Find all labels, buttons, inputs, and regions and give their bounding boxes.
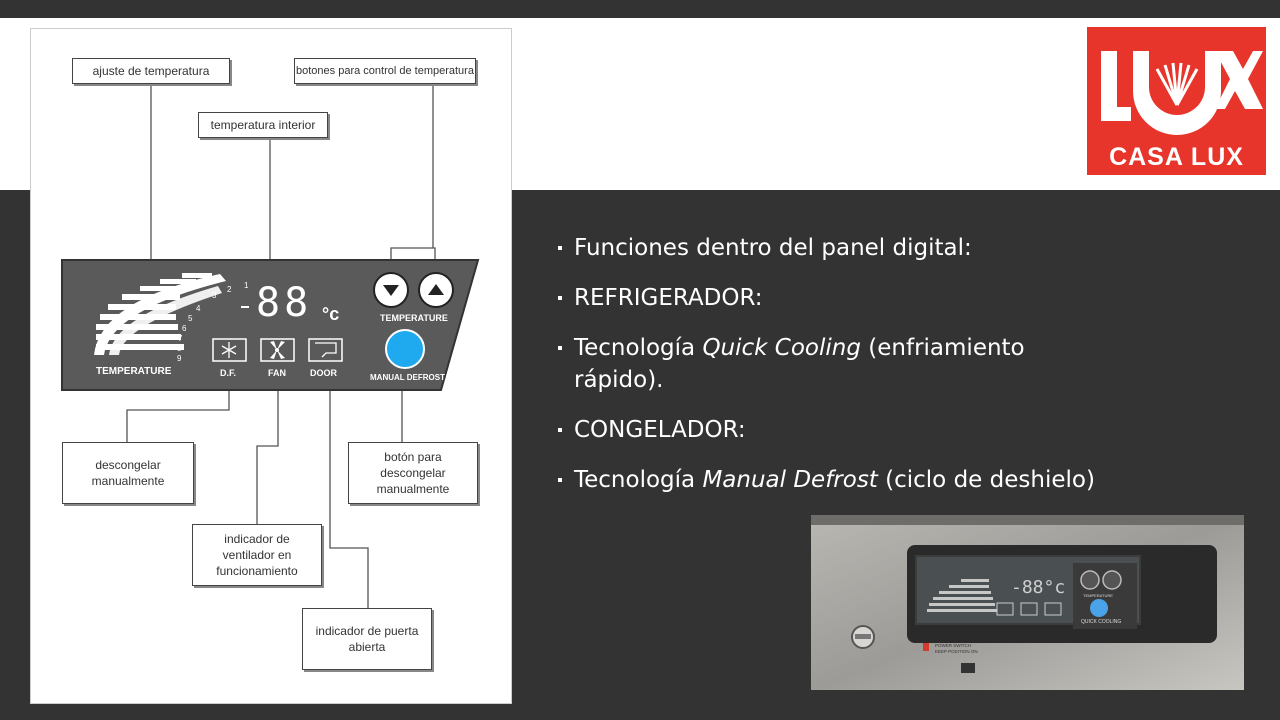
down-arrow-icon bbox=[383, 285, 399, 296]
temperature-display: 88 bbox=[256, 280, 313, 326]
bullet-text: (enfriamiento rápido). bbox=[574, 335, 1025, 393]
callout-puerta: indicador de puerta abierta bbox=[302, 608, 432, 670]
bullet-emphasis: Quick Cooling bbox=[702, 335, 861, 361]
manual-defrost-label: MANUAL DEFROST bbox=[370, 373, 445, 382]
scale-1: 1 bbox=[244, 281, 249, 290]
photo-display: -88°c bbox=[1011, 577, 1065, 598]
scale-5: 5 bbox=[188, 314, 193, 323]
callout-ajuste-temperatura: ajuste de temperatura bbox=[72, 58, 230, 84]
feature-list: Funciones dentro del panel digital: REFR… bbox=[556, 232, 1156, 514]
callout-descongelar: descongelar manualmente bbox=[62, 442, 194, 504]
door-label: DOOR bbox=[310, 368, 337, 378]
callout-boton-descongelar: botón para descongelar manualmente bbox=[348, 442, 478, 504]
bullet-emphasis: Manual Defrost bbox=[702, 467, 878, 493]
scale-7: 7 bbox=[178, 334, 183, 343]
buttons-label: TEMPERATURE bbox=[380, 313, 448, 323]
logo-text: CASA LUX bbox=[1109, 143, 1244, 171]
bullet-text: Tecnología bbox=[574, 467, 703, 493]
snowflake-icon bbox=[221, 342, 237, 358]
door-indicator bbox=[308, 338, 343, 362]
bullet-panel-digital: Funciones dentro del panel digital: bbox=[556, 232, 1156, 264]
temperature-bars bbox=[94, 273, 226, 355]
fan-indicator bbox=[260, 338, 295, 362]
photo-down-button bbox=[1080, 570, 1100, 590]
photo-temperature-label: TEMPERATURE bbox=[1083, 593, 1113, 598]
scale-8: 8 bbox=[177, 344, 182, 353]
scale-9: 9 bbox=[177, 354, 182, 363]
bullet-text: Funciones dentro del panel digital: bbox=[574, 235, 972, 261]
callout-botones-control: botones para control de temperatura bbox=[294, 58, 476, 84]
temperature-scale-label: TEMPERATURE bbox=[96, 366, 172, 377]
fan-label: FAN bbox=[268, 368, 286, 378]
callout-temperatura-interior: temperatura interior bbox=[198, 112, 328, 138]
diagram-graphic: 1 2 3 4 5 6 7 8 9 bbox=[30, 28, 512, 704]
bullet-text: REFRIGERADOR: bbox=[574, 285, 763, 311]
panel-photo-graphic: -88°c TEMPERATURE QUICK COOLING POWER SW… bbox=[811, 515, 1244, 690]
df-label: D.F. bbox=[220, 368, 237, 378]
scale-4: 4 bbox=[196, 304, 201, 313]
bullet-text: Tecnología bbox=[574, 335, 703, 361]
photo-quick-cooling-label: QUICK COOLING bbox=[1081, 619, 1121, 625]
up-arrow-icon bbox=[428, 284, 444, 295]
bullet-manual-defrost: Tecnología Manual Defrost (ciclo de desh… bbox=[556, 464, 1156, 496]
temperature-unit: °c bbox=[322, 304, 340, 324]
fan-icon bbox=[270, 341, 285, 359]
bullet-refrigerador: REFRIGERADOR: bbox=[556, 282, 1156, 314]
power-switch-label: POWER SWITCH bbox=[935, 643, 971, 648]
keep-position-label: KEEP POSITION ON bbox=[935, 649, 978, 654]
bullet-text: CONGELADOR: bbox=[574, 417, 746, 443]
photo-quick-cooling-button bbox=[1090, 599, 1108, 617]
callout-ventilador: indicador de ventilador en funcionamient… bbox=[192, 524, 322, 586]
door-icon bbox=[315, 342, 337, 358]
photo-up-button bbox=[1102, 570, 1122, 590]
scale-3: 3 bbox=[212, 291, 217, 300]
df-indicator bbox=[212, 338, 247, 362]
manual-defrost-button[interactable] bbox=[385, 329, 425, 369]
scale-6: 6 bbox=[182, 324, 187, 333]
casa-lux-logo: CASA LUX bbox=[1087, 27, 1266, 175]
scale-2: 2 bbox=[227, 285, 232, 294]
lux-sun-icon bbox=[1101, 51, 1263, 135]
bullet-congelador: CONGELADOR: bbox=[556, 414, 1156, 446]
panel-photo: -88°c TEMPERATURE QUICK COOLING POWER SW… bbox=[811, 515, 1244, 690]
bullet-quick-cooling: Tecnología Quick Cooling (enfriamiento r… bbox=[556, 332, 1064, 396]
control-panel-diagram: 1 2 3 4 5 6 7 8 9 bbox=[30, 28, 512, 704]
bullet-text: (ciclo de deshielo) bbox=[877, 467, 1095, 493]
